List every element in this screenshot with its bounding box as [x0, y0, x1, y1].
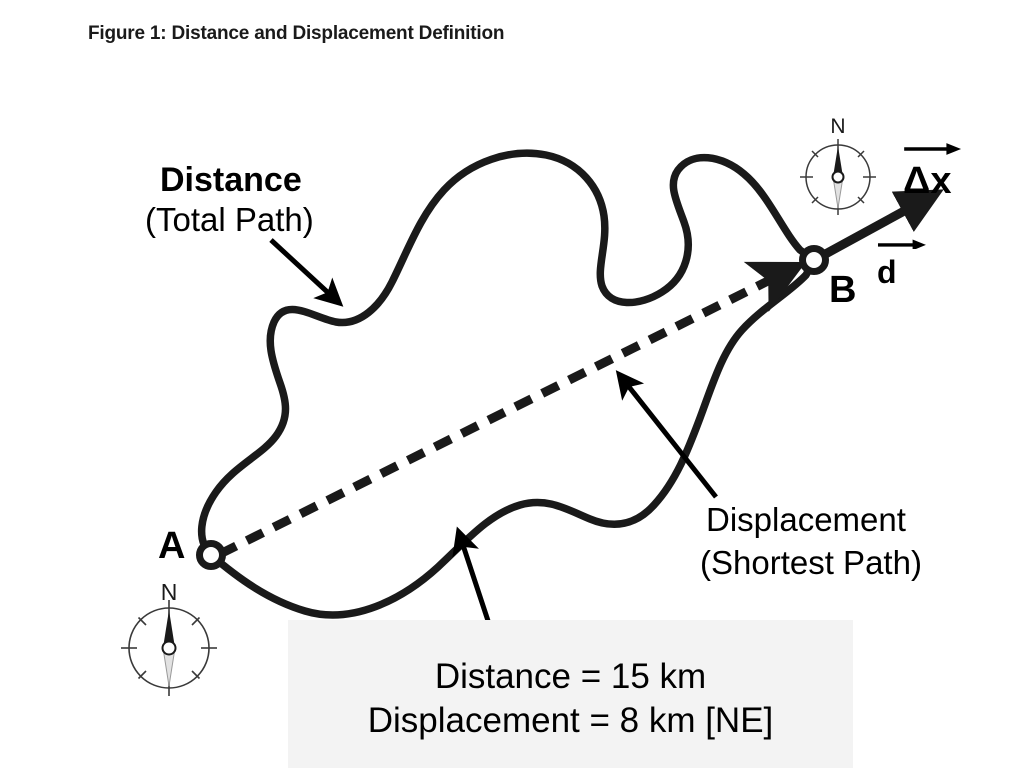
d-symbol-text: d — [877, 254, 897, 290]
displacement-annotation-subtitle: (Shortest Path) — [700, 544, 922, 581]
vector-overarrow-icon — [904, 143, 962, 155]
displacement-dashed-line — [217, 261, 807, 559]
delta-x-vector-arrow — [817, 189, 944, 261]
point-a-label: A — [158, 525, 186, 567]
point-b-marker — [799, 245, 829, 275]
point-a-marker — [196, 540, 226, 570]
curved-path-lower-segment — [207, 256, 818, 619]
distance-annotation-title: Distance — [160, 161, 302, 199]
vector-overarrow-icon — [877, 239, 926, 250]
results-panel — [288, 620, 853, 768]
figure-title: Figure 1: Distance and Displacement Defi… — [88, 23, 505, 44]
displacement-annotation-title: Displacement — [706, 501, 906, 538]
point-b-label: B — [829, 269, 857, 311]
compass-rose-a — [121, 600, 217, 696]
displacement-leader-arrow — [615, 370, 718, 499]
compass-b-north-label: N — [830, 115, 845, 138]
compass-rose-b — [800, 139, 876, 215]
result-displacement-line: Displacement = 8 km [NE] — [367, 701, 774, 740]
delta-x-vector-label: Δx — [903, 143, 962, 203]
delta-x-symbol-text: Δx — [903, 160, 952, 202]
distance-leader-arrow — [269, 238, 344, 307]
result-distance-line: Distance = 15 km — [434, 657, 707, 696]
d-vector-label: d — [877, 239, 926, 291]
compass-a-north-label: N — [161, 579, 178, 605]
distance-annotation-subtitle: (Total Path) — [145, 201, 314, 238]
curved-path-upper-segment — [197, 149, 818, 559]
